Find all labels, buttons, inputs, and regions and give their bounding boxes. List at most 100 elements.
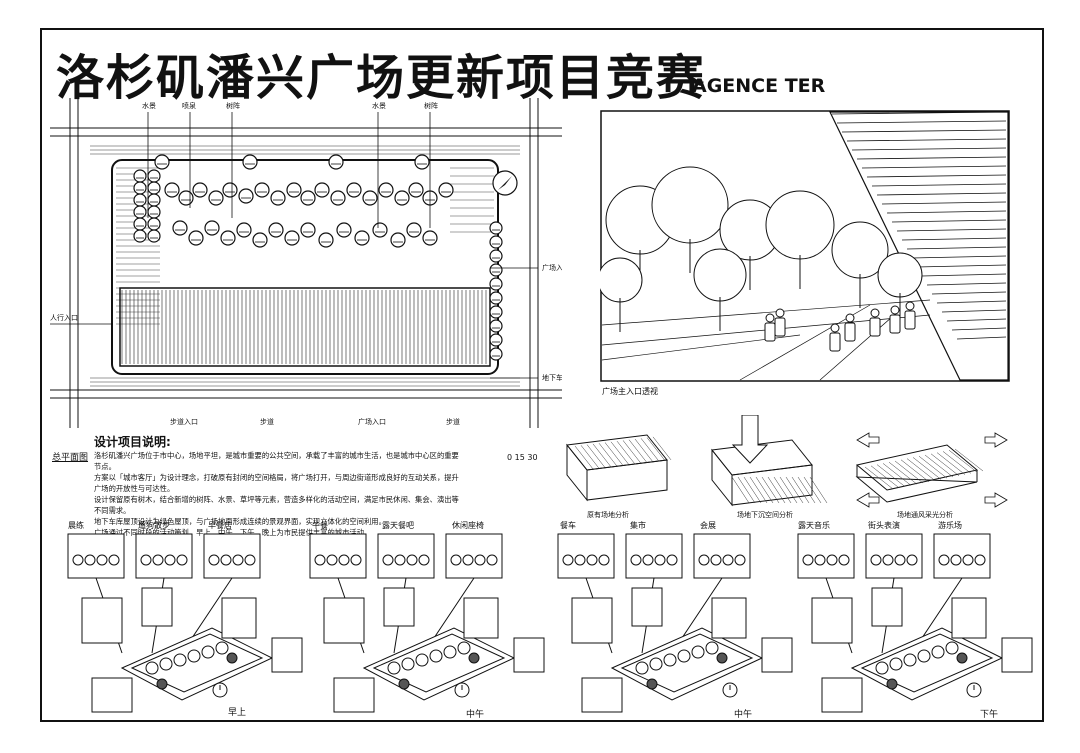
plan-tree	[336, 222, 352, 238]
scenario-building	[91, 677, 133, 713]
scenario-vignette	[557, 533, 615, 579]
plan-tree	[188, 230, 204, 246]
plan-tree	[147, 181, 161, 195]
analysis-caption: 原有场地分析	[587, 510, 629, 519]
scenario-building	[141, 587, 173, 627]
scenario-row	[42, 518, 1042, 718]
plan-tree	[147, 217, 161, 231]
scenario-time: 中午	[466, 710, 485, 720]
plan-tree	[489, 333, 503, 347]
plan-tree	[284, 230, 300, 246]
plan-tree	[378, 182, 394, 198]
plan-tree	[314, 182, 330, 198]
perspective-caption: 广场主入口透视	[602, 387, 658, 396]
scenario-label: 露天音乐	[798, 521, 830, 530]
scenario-building	[951, 597, 987, 639]
plan-tree	[362, 190, 378, 206]
plan-tree	[178, 190, 194, 206]
design-notes-title: 设计项目说明:	[94, 435, 171, 449]
plan-tree	[133, 229, 147, 243]
notes-line: 广场通过不同时段的活动策划，早上、中午、下午、晚上为市民提供丰富的城市活动。	[94, 528, 372, 537]
plan-tree	[489, 347, 503, 361]
scenario-label: 集市	[630, 521, 646, 530]
scenario-time: 下午	[980, 710, 999, 720]
plan-tree	[154, 154, 170, 170]
plan-tree	[489, 291, 503, 305]
plan-tree	[489, 235, 503, 249]
scenario-label: 休闲座椅	[452, 521, 484, 530]
analysis-caption: 场地通风采光分析	[897, 510, 953, 519]
scenario-time: 早上	[228, 708, 247, 718]
plan-bottom-label: 广场入口	[358, 417, 386, 426]
person-figure	[905, 301, 915, 311]
scenario-label: 早餐店	[208, 521, 232, 530]
site-plan: 水景 喷泉 树阵 水景 树阵 广场入口 地下车库 人行入口 步道入口 步道 广场…	[50, 98, 562, 428]
analysis-diagrams: 原有场地分析 场地下沉空间分析 场地通风采光分析	[566, 415, 1008, 519]
scenario-vignette	[377, 533, 435, 579]
scenario-label: 游乐场	[938, 521, 962, 530]
scenario-vignette	[67, 533, 125, 579]
notes-line: 地下车库屋顶设计为绿色屋顶，与广场地面形成连续的景观界面，实现立体化的空间利用。	[94, 517, 386, 526]
scenario-time: 中午	[734, 710, 753, 720]
drawing-sheet: 洛杉矶潘兴广场更新项目竞赛 AGENCE TER	[40, 28, 1044, 722]
scenario-building	[821, 677, 863, 713]
plan-tree	[489, 305, 503, 319]
scenario-building	[221, 597, 257, 639]
scenario-building	[1001, 637, 1033, 673]
plan-tree	[236, 222, 252, 238]
scenario-label: 会展	[700, 521, 716, 530]
scenario-building	[383, 587, 415, 627]
person-figure	[845, 313, 855, 323]
scenario-vignette	[693, 533, 751, 579]
plan-top-label: 喷泉	[182, 101, 196, 110]
plan-right-label: 广场入口	[542, 263, 562, 272]
scenario-label: 遛狗散步	[138, 521, 170, 530]
perspective-tree	[693, 248, 747, 302]
scenario-group	[557, 533, 793, 713]
scenario-vignette	[933, 533, 991, 579]
scenario-label: 午餐	[312, 521, 328, 530]
analysis-caption: 场地下沉空间分析	[737, 510, 793, 519]
scenario-building	[871, 587, 903, 627]
person-figure	[775, 308, 785, 318]
plan-tree	[318, 232, 334, 248]
plan-tree	[133, 217, 147, 231]
perspective-sketch	[600, 110, 1010, 382]
scenario-building	[463, 597, 499, 639]
person-figure	[870, 308, 880, 318]
plan-tree	[414, 154, 430, 170]
plan-tree	[133, 169, 147, 183]
scenario-vignette	[797, 533, 855, 579]
plan-tree	[422, 230, 438, 246]
perspective-tree	[877, 252, 923, 298]
scenario-axon-plaza	[362, 627, 516, 701]
plan-tree	[147, 205, 161, 219]
plan-tree	[408, 182, 424, 198]
scenario-vignette	[203, 533, 261, 579]
scenario-vignette	[445, 533, 503, 579]
notes-line: 方案以「城市客厅」为设计理念，打破原有封闭的空间格局，将广场打开，与周边街道形成…	[94, 473, 459, 493]
scenario-vignette	[135, 533, 193, 579]
plan-top-label: 水景	[372, 101, 386, 110]
scenario-group	[797, 533, 1033, 713]
plan-tree	[147, 169, 161, 183]
perspective-tree	[600, 257, 643, 303]
scenario-vignette	[309, 533, 367, 579]
plan-tree	[489, 221, 503, 235]
plan-tree	[238, 188, 254, 204]
plan-tree	[133, 205, 147, 219]
scenario-building	[581, 677, 623, 713]
scenario-axon-plaza	[610, 627, 764, 701]
plan-tree	[394, 190, 410, 206]
plan-tree	[164, 182, 180, 198]
plan-tree	[268, 222, 284, 238]
scenario-label: 餐车	[560, 521, 576, 530]
plan-tree	[286, 182, 302, 198]
site-plan-label: 总平面图	[52, 453, 89, 463]
plan-tree	[204, 220, 220, 236]
plan-left-label: 人行入口	[50, 313, 78, 322]
plan-bottom-label: 步道入口	[170, 417, 198, 426]
scenario-building	[323, 597, 365, 644]
plan-tree	[489, 319, 503, 333]
scenario-building	[81, 597, 123, 644]
